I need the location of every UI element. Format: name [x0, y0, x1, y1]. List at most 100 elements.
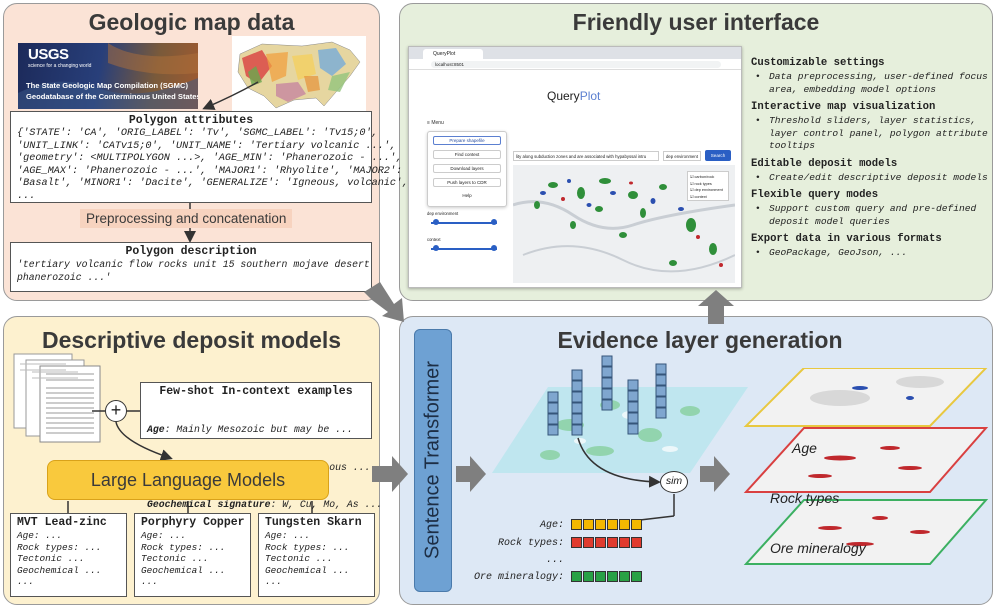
- few-shot-box: Few-shot In-context examples Age: Mainly…: [140, 382, 382, 510]
- few-shot-line: Geochemical signature: W, Cu, Mo, As ...: [147, 499, 383, 510]
- embedding-cell: [571, 519, 582, 530]
- queryplot-screenshot: QueryPlot localhost:8501 QueryPlot ≡ Men…: [408, 46, 742, 288]
- deposit-model-name: Tungsten Skarn: [265, 516, 362, 529]
- desc-line: phanerozoic ...': [17, 271, 112, 283]
- ore-embedding-cells: [571, 571, 643, 582]
- model-line: Age: ...: [141, 530, 187, 541]
- tab-title: QueryPlot: [433, 51, 456, 57]
- embedding-cell: [607, 571, 618, 582]
- feature-heading: Interactive map visualization: [751, 101, 936, 113]
- model-line: Geochemical ...: [17, 564, 102, 576]
- evidence-layer-stack: [743, 368, 989, 565]
- few-shot-line: Age: Mainly Mesozoic but may be ...: [147, 424, 353, 435]
- slider-label: context: [427, 237, 441, 242]
- legend-item[interactable]: ☑ rock types: [690, 181, 712, 186]
- sim-connectors: [577, 437, 675, 521]
- embedding-cell: [631, 571, 642, 582]
- embedding-cell: [619, 519, 630, 530]
- browser-addressbar: localhost:8501: [409, 59, 741, 70]
- attr-line: ...: [17, 190, 36, 202]
- vector-column: [547, 355, 667, 436]
- few-shot-value: W, Cu, Mo, As ...: [282, 499, 383, 510]
- us-geologic-map-image: [232, 36, 366, 114]
- search-button[interactable]: Search: [705, 150, 731, 161]
- large-language-models-box: Large Language Models: [47, 460, 329, 500]
- deposit-model-body: Age: ...Rock types: ...Tectonic ...Geoch…: [11, 529, 126, 589]
- usgs-logo: USGS: [28, 46, 69, 63]
- evidence-label-ore: Ore mineralogy:: [473, 572, 564, 583]
- similarity-node: sim: [660, 471, 688, 493]
- model-line: Rock types: ...: [141, 541, 226, 553]
- legend-item[interactable]: ☑ context: [690, 194, 707, 199]
- feature-heading: Editable deposit models: [751, 157, 898, 170]
- few-shot-key: Age: [147, 424, 165, 435]
- feature-item: Threshold sliders, layer statistics, lay…: [751, 115, 991, 153]
- model-line: Tectonic ...: [141, 553, 209, 564]
- menu-item-push[interactable]: Push layers to CDR: [433, 178, 501, 187]
- menu-item-download[interactable]: Download layers: [433, 164, 501, 173]
- slider-label: dep environment: [427, 211, 459, 216]
- query-input[interactable]: lity along subduction zones and are asso…: [513, 151, 659, 161]
- combine-flow: [67, 410, 313, 513]
- embedding-cell: [619, 537, 630, 548]
- geo-panel-title: Geologic map data: [88, 9, 295, 35]
- deposit-model-card: MVT Lead-zinc Age: ...Rock types: ...Tec…: [10, 513, 127, 597]
- legend-label: rock types: [694, 181, 712, 186]
- embedding-cell: [607, 537, 618, 548]
- stack-label-rock: Rock types: [770, 490, 840, 506]
- query-field-select[interactable]: dep environment: [663, 151, 701, 161]
- polygon-attributes-header: Polygon attributes: [128, 114, 254, 127]
- feature-heading: Customizable settings: [751, 57, 885, 69]
- model-line: ...: [265, 576, 282, 587]
- threshold-slider[interactable]: [431, 245, 497, 251]
- search-button-label: Search: [710, 153, 726, 158]
- polygon-attributes-box: Polygon attributes {'STATE': 'CA', 'ORIG…: [10, 111, 408, 203]
- embedding-cell: [595, 519, 606, 530]
- evidence-label-ellipsis: ...: [545, 555, 564, 566]
- query-field-text: dep environment: [666, 154, 699, 159]
- embedding-cell: [595, 571, 606, 582]
- embedding-cell: [583, 537, 594, 548]
- address-input[interactable]: localhost:8501: [431, 61, 721, 68]
- plus-icon: +: [105, 400, 127, 422]
- menu-item-help[interactable]: Help: [462, 193, 472, 198]
- menu-item-find[interactable]: Find context: [433, 150, 501, 159]
- model-line: Geochemical ...: [265, 564, 350, 576]
- model-line: Geochemical ...: [141, 564, 226, 576]
- feature-item: Support custom query and pre-defined dep…: [751, 203, 991, 228]
- threshold-slider[interactable]: [431, 219, 497, 225]
- banner-texture: [18, 43, 198, 109]
- embedding-cell: [583, 571, 594, 582]
- feature-heading: Flexible query modes: [751, 189, 879, 201]
- sgmc-title: The State Geologic Map Compilation (SGMC…: [26, 81, 189, 90]
- feature-item: GeoPackage, GeoJson, ...: [751, 247, 991, 260]
- attr-line: {'STATE': 'CA', 'ORIG_LABEL': 'Tv', 'SGM…: [17, 128, 378, 139]
- model-line: Age: ...: [265, 530, 311, 541]
- deposit-model-name: Porphyry Copper: [141, 516, 245, 529]
- browser-tab[interactable]: QueryPlot: [423, 49, 483, 59]
- embedding-cell: [619, 571, 630, 582]
- stack-label-ore: Ore mineralogy: [770, 540, 866, 556]
- embedding-cell: [631, 519, 642, 530]
- query-text: lity along subduction zones and are asso…: [516, 154, 647, 159]
- model-line: Tectonic ...: [265, 553, 333, 564]
- menu-button[interactable]: ≡ Menu: [427, 120, 444, 126]
- queryplot-logo: QueryPlot: [547, 89, 600, 103]
- deposit-model-card: Porphyry Copper Age: ...Rock types: ...T…: [134, 513, 251, 597]
- address-text: localhost:8501: [435, 62, 465, 67]
- deposit-model-body: Age: ...Rock types: ...Tectonic ...Geoch…: [135, 529, 250, 589]
- queryplot-map: [513, 165, 735, 283]
- stack-label-age: Age: [792, 440, 817, 456]
- legend-item[interactable]: ☑ dep environment: [690, 188, 723, 192]
- evidence-label-age: Age:: [539, 520, 564, 531]
- age-embedding-cells: [571, 519, 643, 530]
- few-shot-key: Geochemical signature: [147, 499, 271, 510]
- menu-panel: Prepare shapefile Find context Download …: [427, 131, 507, 207]
- menu-item-prepare[interactable]: Prepare shapefile: [433, 136, 501, 145]
- legend-item[interactable]: ☑ carbon/rock: [690, 175, 715, 179]
- feature-heading: Export data in various formats: [751, 233, 942, 245]
- document-stack-icon: [13, 353, 101, 443]
- embedding-cell: [571, 537, 582, 548]
- deposit-model-card: Tungsten Skarn Age: ...Rock types: ...Te…: [258, 513, 375, 597]
